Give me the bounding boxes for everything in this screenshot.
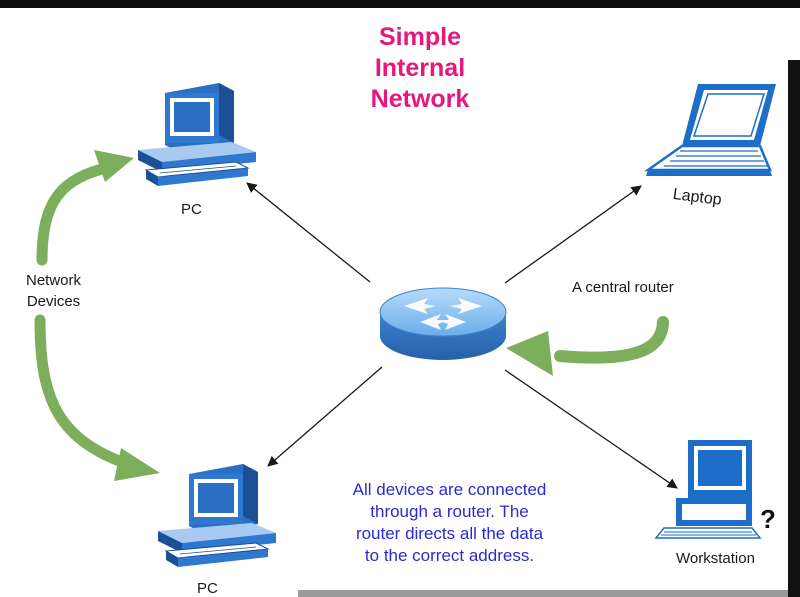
green-arrow-router [554,316,669,364]
laptop-icon [644,84,776,176]
title-line-2: Internal [374,54,466,82]
arrow-to-laptop [504,185,642,284]
caption-line-2: through a router. The [370,502,529,521]
green-arrow-network-top [36,161,116,266]
pc-bottom-label: PC [197,580,218,597]
arrow-to-pc-top [246,182,371,283]
network-devices-label: Network Devices [26,270,81,312]
title-line-1: Simple [379,23,461,51]
title-line-3: Network [370,85,470,113]
pc-top-icon [138,83,256,186]
bottom-divider [298,590,788,597]
highlight-arrows [34,150,669,481]
caption-line-3: router directs all the data [355,524,544,543]
green-arrow-network-bottom-head [114,448,160,481]
green-arrow-router-head [506,331,553,376]
green-arrow-network-bottom [34,314,136,471]
right-border [788,60,800,597]
arrow-to-pc-bottom [267,366,383,467]
workstation-question-mark: ? [760,504,776,534]
caption-line-4: to the correct address. [364,546,535,565]
pc-bottom-icon [158,464,276,567]
arrow-to-workstation [504,369,678,489]
connector-arrows [246,182,678,489]
top-border [0,0,800,8]
network-devices-line-2: Devices [26,293,81,310]
diagram-caption: All devices are connected through a rout… [317,479,582,567]
diagram-title: Simple Internal Network [330,22,510,115]
router-callout-label: A central router [572,279,674,296]
workstation-label: Workstation [676,550,755,567]
pc-top-label: PC [181,201,202,218]
network-devices-line-1: Network [26,272,82,289]
green-arrow-network-top-head [94,150,134,182]
router-icon [379,287,507,360]
workstation-icon: ? [654,440,776,539]
caption-line-1: All devices are connected [352,480,547,499]
